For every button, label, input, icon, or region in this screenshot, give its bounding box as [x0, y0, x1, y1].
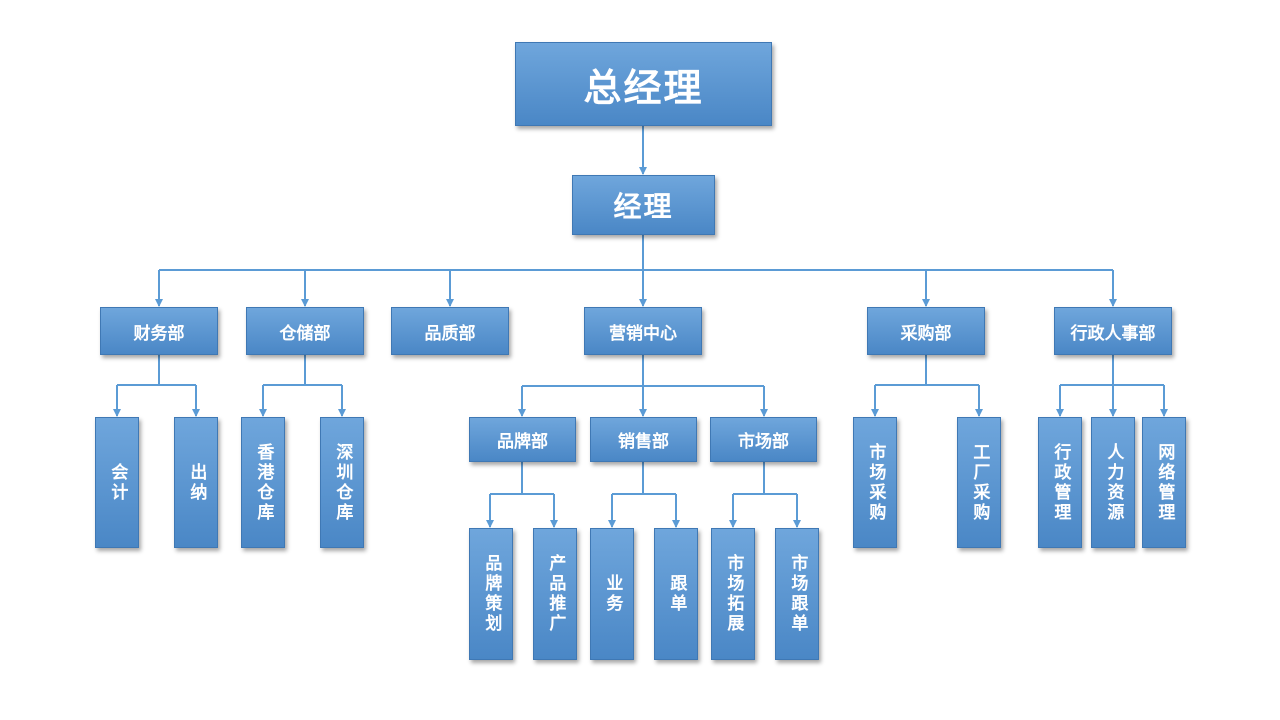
node-market-purchasing: 市场采购 — [853, 417, 897, 548]
node-factory-purchasing: 工厂采购 — [957, 417, 1001, 548]
node-business: 业务 — [590, 528, 634, 660]
node-hk-warehouse: 香港仓库 — [241, 417, 285, 548]
node-network-mgmt: 网络管理 — [1142, 417, 1186, 548]
node-market-expansion: 市场拓展 — [711, 528, 755, 660]
node-brand: 品牌部 — [469, 417, 576, 462]
node-finance: 财务部 — [100, 307, 218, 355]
node-hr: 人力资源 — [1091, 417, 1135, 548]
node-sales: 销售部 — [590, 417, 697, 462]
node-order-follow: 跟单 — [654, 528, 698, 660]
node-product-promotion: 产品推广 — [533, 528, 577, 660]
node-marketing-center: 营销中心 — [584, 307, 702, 355]
node-admin-mgmt: 行政管理 — [1038, 417, 1082, 548]
node-market: 市场部 — [710, 417, 817, 462]
node-brand-planning: 品牌策划 — [469, 528, 513, 660]
node-quality: 品质部 — [391, 307, 509, 355]
node-market-follow: 市场跟单 — [775, 528, 819, 660]
node-cashier: 出纳 — [174, 417, 218, 548]
node-accounting: 会计 — [95, 417, 139, 548]
node-general-manager: 总经理 — [515, 42, 772, 126]
node-sz-warehouse: 深圳仓库 — [320, 417, 364, 548]
node-purchasing: 采购部 — [867, 307, 985, 355]
node-admin-hr: 行政人事部 — [1054, 307, 1172, 355]
node-warehouse: 仓储部 — [246, 307, 364, 355]
node-manager: 经理 — [572, 175, 715, 235]
